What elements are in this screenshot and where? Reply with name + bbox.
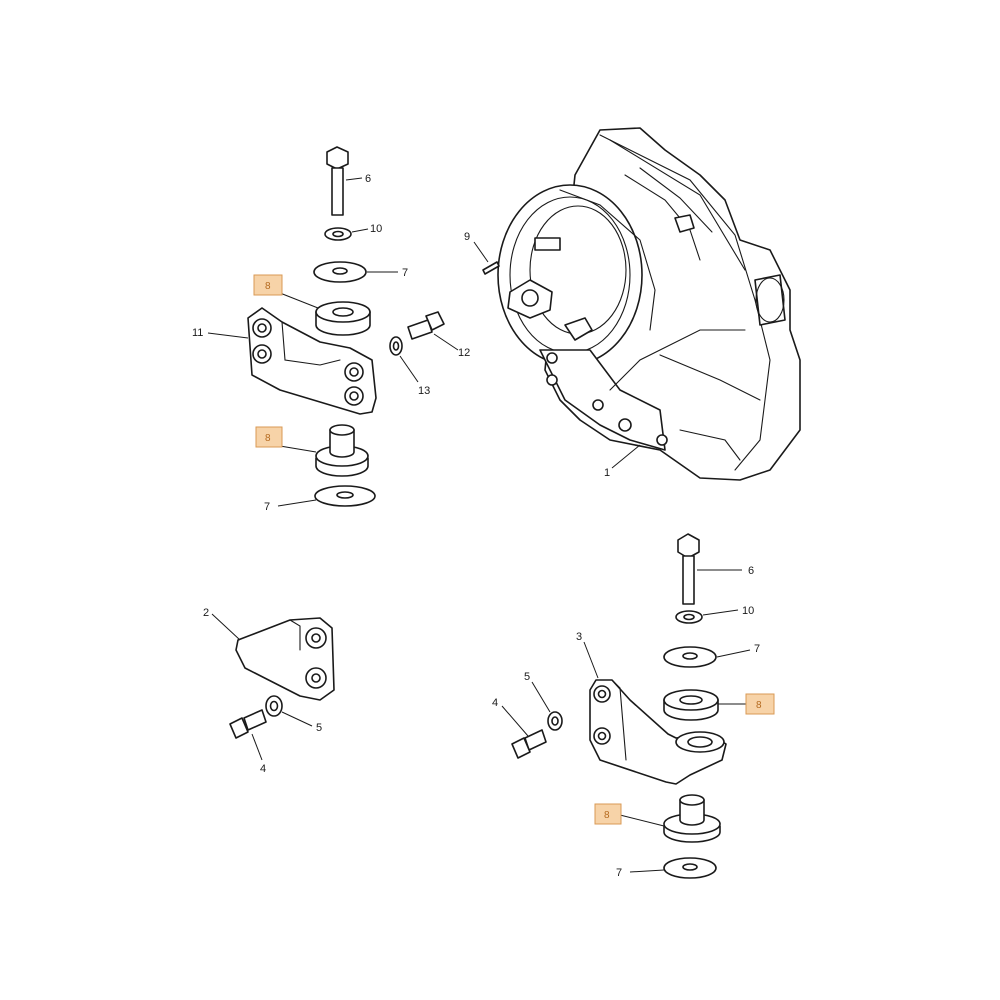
callout-11: 11 xyxy=(192,327,203,339)
callout-8-lower-upper-box xyxy=(745,693,775,715)
rubber-mount-8-upper-lower xyxy=(315,424,369,477)
callout-4-right: 4 xyxy=(492,697,498,709)
pin-9 xyxy=(482,261,500,275)
washer-13 xyxy=(389,336,403,356)
bolt-12 xyxy=(407,311,445,340)
callout-1: 1 xyxy=(604,467,610,479)
washer-10-lower xyxy=(675,610,703,624)
bolt-6-upper xyxy=(326,146,349,216)
washer-5-left xyxy=(265,695,283,717)
callout-7-lower-bottom: 7 xyxy=(616,867,622,879)
callout-13: 13 xyxy=(418,385,430,397)
callout-10-lower: 10 xyxy=(742,605,754,617)
callout-2: 2 xyxy=(203,607,209,619)
bracket-2 xyxy=(235,617,335,701)
rubber-mount-8-upper xyxy=(315,301,371,336)
rubber-mount-8-lower-lower xyxy=(663,794,721,843)
bracket-11 xyxy=(247,307,377,415)
callout-8-upper-box xyxy=(253,274,283,296)
callout-8-upper-lower-box xyxy=(255,426,283,448)
rubber-mount-8-lower-upper xyxy=(663,689,719,721)
transmission-housing xyxy=(497,127,801,481)
washer-7-upper-top xyxy=(313,261,367,283)
callout-5-left: 5 xyxy=(316,722,322,734)
bracket-3 xyxy=(589,679,727,785)
callout-8-upper-lower: 8 xyxy=(265,433,271,444)
bolt-4-left xyxy=(229,709,267,739)
washer-7-lower-bottom xyxy=(663,857,717,879)
callout-6-lower: 6 xyxy=(748,565,754,577)
callout-9: 9 xyxy=(464,231,470,243)
callout-8-lower-upper: 8 xyxy=(756,700,762,711)
washer-7-upper-bottom xyxy=(314,485,376,507)
callout-3: 3 xyxy=(576,631,582,643)
bolt-4-right xyxy=(511,729,547,759)
washer-7-lower-top xyxy=(663,646,717,668)
callout-4-left: 4 xyxy=(260,763,266,775)
callout-7-lower-top: 7 xyxy=(754,643,760,655)
callout-8-lower-lower: 8 xyxy=(604,810,610,821)
bolt-6-lower xyxy=(677,533,700,605)
callout-5-right: 5 xyxy=(524,671,530,683)
washer-5-right xyxy=(547,711,563,731)
washer-10-upper xyxy=(324,227,352,241)
callout-12: 12 xyxy=(458,347,470,359)
callout-8-upper: 8 xyxy=(265,281,271,292)
callout-7-upper-top: 7 xyxy=(402,267,408,279)
callout-6-upper: 6 xyxy=(365,173,371,185)
callout-7-upper-bottom: 7 xyxy=(264,501,270,513)
callout-10-upper: 10 xyxy=(370,223,382,235)
callout-8-lower-lower-box xyxy=(594,803,622,825)
